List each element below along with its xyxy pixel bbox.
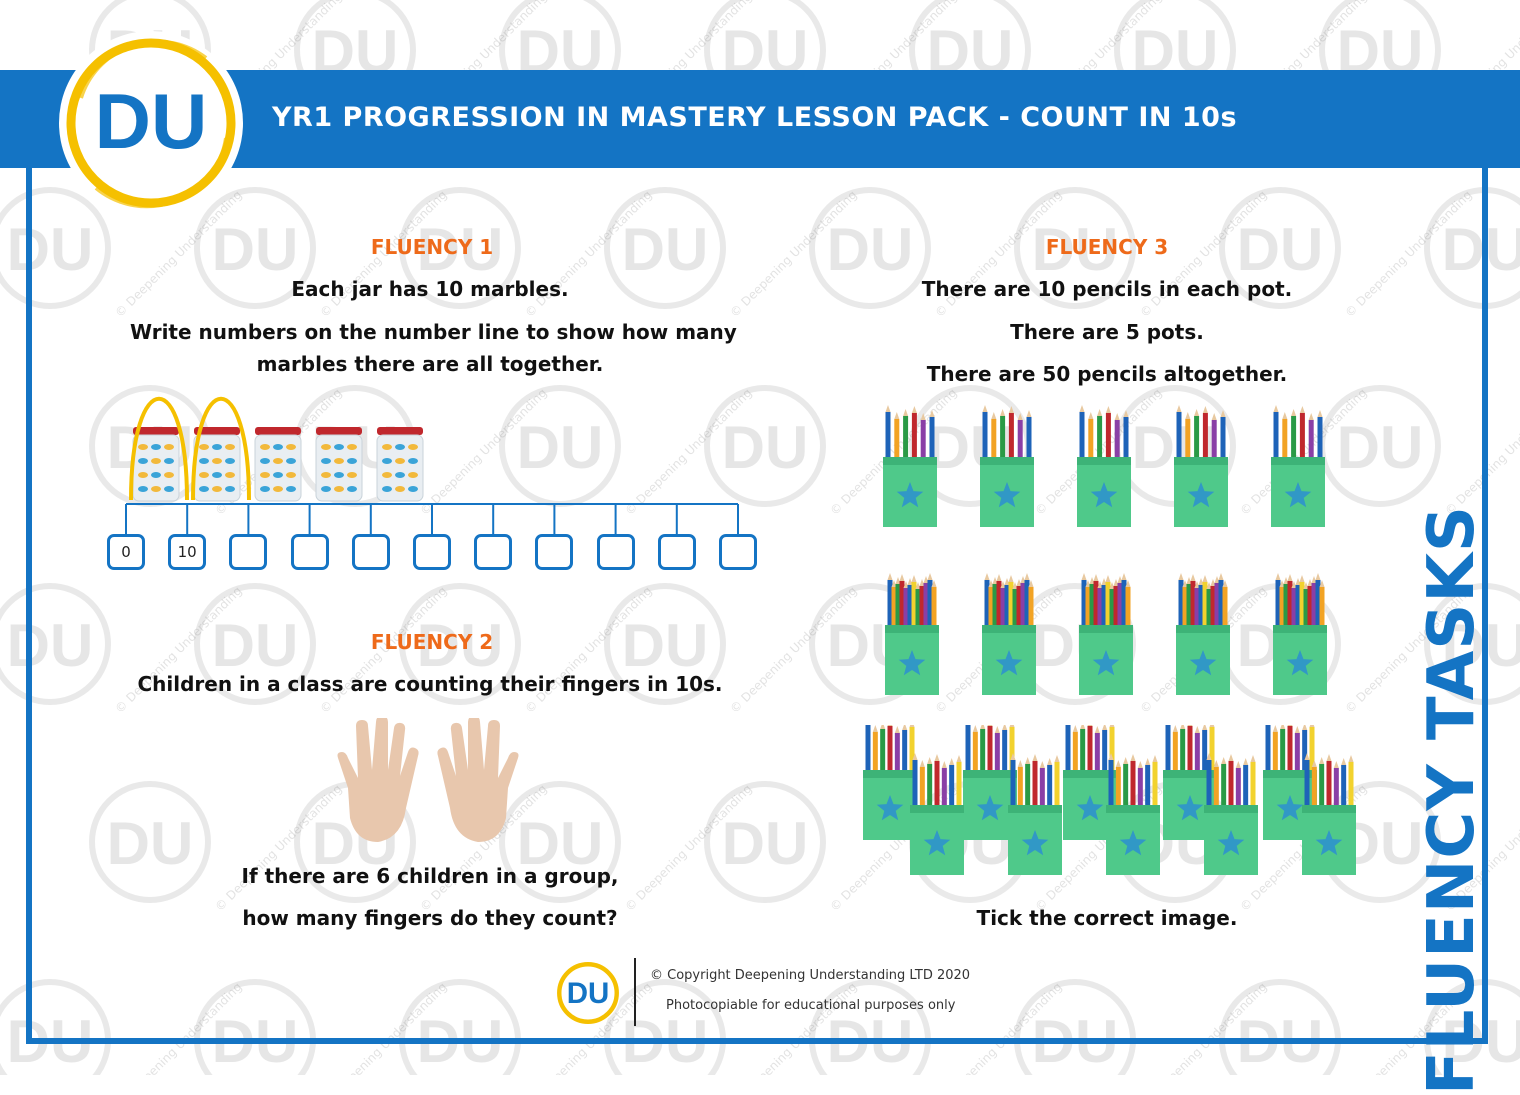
number-line-box[interactable] xyxy=(474,534,513,570)
side-label-text: FLUENCY TASKS xyxy=(1415,504,1489,1095)
pencil-pots-option-a[interactable] xyxy=(875,402,1355,532)
pencil-pot xyxy=(863,725,917,840)
number-line-box[interactable] xyxy=(596,534,635,570)
svg-text:DU: DU xyxy=(417,612,504,679)
svg-text:DU: DU xyxy=(1442,612,1520,679)
fluency1-line1: Each jar has 10 marbles. xyxy=(291,277,569,301)
svg-text:DU: DU xyxy=(1237,216,1324,283)
marble-jar xyxy=(315,427,363,502)
footer-copyright: © Copyright Deepening Understanding LTD … xyxy=(650,968,971,983)
svg-text:DU: DU xyxy=(1032,216,1119,283)
svg-text:DU: DU xyxy=(1442,216,1520,283)
pencil-pot xyxy=(1077,405,1131,527)
number-line-box[interactable] xyxy=(719,534,757,570)
pencil-pot xyxy=(1106,753,1160,875)
number-line-box[interactable] xyxy=(535,534,574,570)
svg-text:DU: DU xyxy=(417,216,504,283)
marble-jars xyxy=(129,397,424,502)
hands-image xyxy=(337,718,519,842)
number-line-box[interactable]: 10 xyxy=(168,534,207,570)
marble-jar xyxy=(132,427,180,502)
fluency2-heading: FLUENCY 2 xyxy=(370,630,494,654)
page-title: YR1 PROGRESSION IN MASTERY LESSON PACK -… xyxy=(272,102,1238,133)
pencil-pot xyxy=(885,573,939,695)
fluency2-line1: Children in a class are counting their f… xyxy=(137,672,723,696)
pencil-pot xyxy=(1302,753,1356,875)
marble-jar xyxy=(376,427,424,502)
du-logo: DU xyxy=(59,31,243,215)
number-line-box[interactable] xyxy=(290,534,329,570)
pencil-pot xyxy=(1176,573,1230,695)
svg-text:DU: DU xyxy=(622,216,709,283)
number-line-box[interactable] xyxy=(413,534,451,570)
svg-text:DU: DU xyxy=(722,810,809,877)
pencil-pot xyxy=(883,405,937,527)
pencil-pot xyxy=(1008,753,1062,875)
pencil-pot xyxy=(980,405,1034,527)
pencil-pots-option-c[interactable] xyxy=(855,725,1365,880)
svg-text:DU: DU xyxy=(212,216,299,283)
svg-text:DU: DU xyxy=(622,612,709,679)
svg-text:DU: DU xyxy=(7,612,94,679)
fluency2-line3: how many fingers do they count? xyxy=(242,906,618,930)
number-line-box[interactable]: 0 xyxy=(107,534,145,570)
footer-note: Photocopiable for educational purposes o… xyxy=(666,998,956,1013)
svg-text:DU: DU xyxy=(722,414,809,481)
pencil-pot xyxy=(1204,753,1258,875)
footer-logo: DU xyxy=(555,960,621,1026)
fluency3-line1: There are 10 pencils in each pot. xyxy=(921,277,1293,301)
svg-text:DU: DU xyxy=(567,977,610,1010)
svg-text:DU: DU xyxy=(212,612,299,679)
pencil-pot xyxy=(1079,573,1133,695)
pencil-pot xyxy=(982,573,1036,695)
fluency1-line3: marbles there are all together. xyxy=(256,352,604,376)
pencil-pot xyxy=(1174,405,1228,527)
logo-letters: DU xyxy=(95,77,208,165)
svg-text:DU: DU xyxy=(107,810,194,877)
number-line: 0 10 xyxy=(100,498,770,578)
fluency3-line3: There are 50 pencils altogether. xyxy=(926,362,1288,386)
marble-jar xyxy=(254,427,302,502)
number-line-box[interactable] xyxy=(351,534,390,570)
fluency2-line2: If there are 6 children in a group, xyxy=(241,864,619,888)
pencil-pot xyxy=(1063,725,1117,840)
pencil-pot xyxy=(910,753,964,875)
svg-text:DU: DU xyxy=(7,216,94,283)
pencil-pot xyxy=(1271,405,1325,527)
pencil-pot xyxy=(1273,573,1327,695)
footer-divider xyxy=(634,958,636,1026)
fluency1-line2: Write numbers on the number line to show… xyxy=(130,320,737,344)
svg-text:DU: DU xyxy=(517,810,604,877)
number-line-box[interactable] xyxy=(657,534,696,570)
content-frame xyxy=(26,166,1488,1044)
jump-arc-2 xyxy=(191,397,251,501)
header-band xyxy=(0,70,1520,168)
svg-text:DU: DU xyxy=(1337,414,1424,481)
fluency3-line4: Tick the correct image. xyxy=(976,906,1238,930)
marble-jar xyxy=(193,427,241,502)
fluency1-heading: FLUENCY 1 xyxy=(370,235,494,259)
fluency3-heading: FLUENCY 3 xyxy=(1045,235,1169,259)
pencil-pots-option-b[interactable] xyxy=(875,560,1355,700)
number-line-box[interactable] xyxy=(229,534,268,570)
side-label: FLUENCY TASKS xyxy=(1382,505,1520,1095)
svg-text:DU: DU xyxy=(827,216,914,283)
svg-text:DU: DU xyxy=(517,414,604,481)
fluency3-line2: There are 5 pots. xyxy=(1010,320,1204,344)
jump-arc-1 xyxy=(129,397,189,501)
